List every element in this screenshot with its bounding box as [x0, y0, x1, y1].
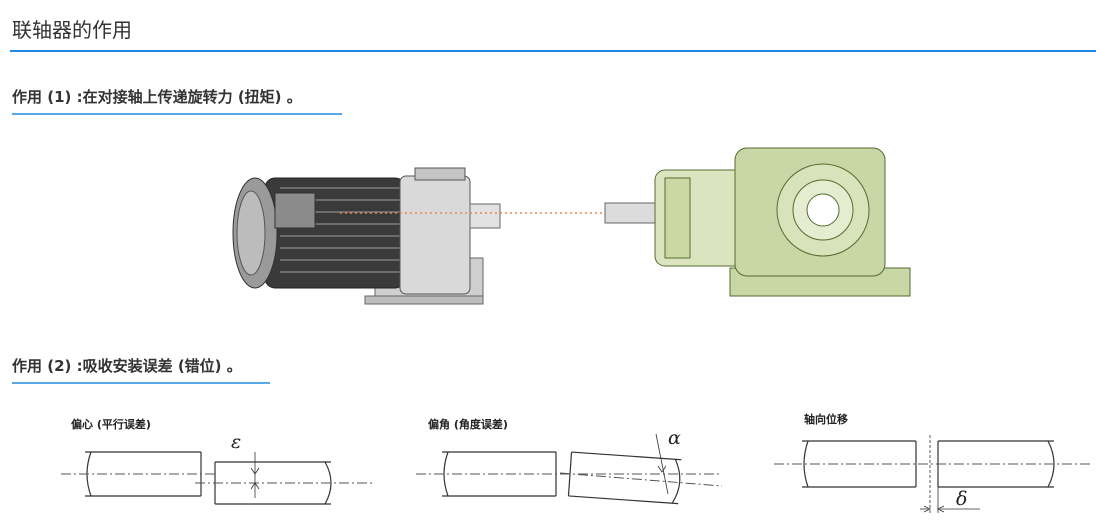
- title-divider: [10, 50, 1096, 52]
- section-heading-torque: 作用 (1) :在对接轴上传递旋转力 (扭矩) 。: [12, 86, 342, 115]
- diagram-label-axial: 轴向位移: [804, 412, 848, 426]
- motor-image: [232, 167, 501, 305]
- section-heading-misalignment: 作用 (2) :吸收安装误差 (错位) 。: [12, 355, 270, 384]
- coupling-illustration: [232, 147, 911, 305]
- diagram-parallel-misalignment: 偏心 (平行误差) ε: [61, 417, 373, 505]
- epsilon-symbol: ε: [231, 431, 241, 453]
- diagram-label-angular: 偏角 (角度误差): [428, 417, 508, 431]
- alpha-symbol: α: [668, 427, 681, 449]
- diagram-axial-displacement: 轴向位移 δ: [774, 412, 1090, 513]
- delta-symbol: δ: [956, 488, 967, 510]
- gearbox-image: [604, 147, 911, 297]
- diagram-angular-misalignment: 偏角 (角度误差) α: [416, 417, 723, 505]
- diagram-label-parallel: 偏心 (平行误差): [71, 417, 151, 431]
- page-title: 联轴器的作用: [12, 18, 132, 42]
